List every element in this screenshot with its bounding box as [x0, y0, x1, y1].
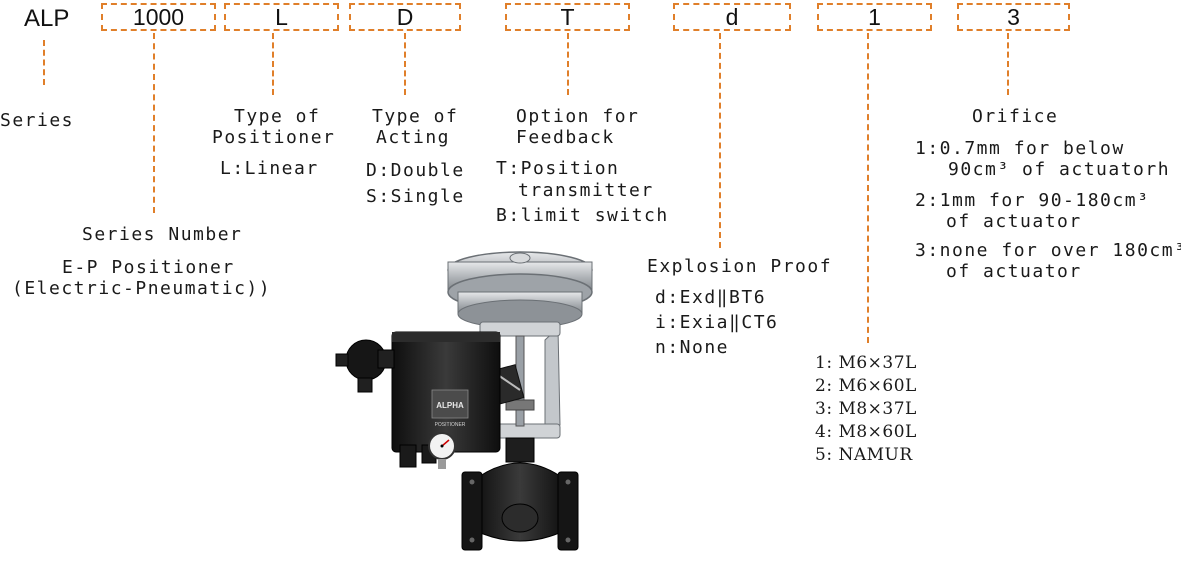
- series-number-line-2: (Electric-Pneumatic)): [12, 278, 272, 299]
- positioner-label: POSITIONER: [435, 422, 466, 428]
- feedback-option-2: transmitter: [518, 180, 654, 201]
- code-box-acting-type: D: [349, 3, 461, 31]
- mounting-option-4: 4: M8×60L: [815, 422, 917, 442]
- acting-type-heading-2: Acting: [376, 127, 451, 148]
- actuator-diaphragm: [447, 251, 593, 329]
- leader-line-mounting: [867, 33, 869, 343]
- leader-line-acting-type: [404, 33, 406, 95]
- orifice-option-1-line-2: 90cm³ of actuatorh: [948, 159, 1171, 180]
- code-box-positioner-type: L: [224, 3, 339, 31]
- positioner-type-heading-1: Type of: [234, 106, 321, 127]
- leader-line-explosion-proof: [719, 33, 721, 248]
- series-heading: Series: [0, 110, 75, 131]
- explosion-proof-heading: Explosion Proof: [647, 256, 833, 277]
- positioner-type-heading-2: Positioner: [212, 127, 336, 148]
- mounting-option-2: 2: M6×60L: [815, 376, 917, 396]
- explosion-proof-option-1: d:Exd‖BT6: [655, 287, 767, 308]
- explosion-proof-option-3: n:None: [655, 337, 730, 358]
- orifice-option-2-line-2: of actuator: [946, 211, 1082, 232]
- mounting-option-3: 3: M8×37L: [815, 399, 917, 419]
- orifice-option-3-line-2: of actuator: [946, 261, 1082, 282]
- pressure-gauge-icon: [428, 432, 456, 469]
- model-prefix: ALP: [24, 5, 70, 32]
- valve-body: [461, 437, 579, 551]
- explosion-proof-option-2: i:Exia‖CT6: [655, 312, 779, 333]
- junction-box: [335, 339, 395, 393]
- leader-line-feedback: [567, 33, 569, 95]
- code-box-orifice: 3: [957, 3, 1070, 31]
- acting-type-option-2: S:Single: [366, 186, 465, 207]
- code-box-explosion-proof: d: [673, 3, 791, 31]
- leader-line-series-number: [153, 33, 155, 213]
- leader-line-series: [43, 40, 45, 85]
- acting-type-heading-1: Type of: [372, 106, 459, 127]
- orifice-heading: Orifice: [972, 106, 1059, 127]
- code-box-mounting: 1: [817, 3, 932, 31]
- feedback-heading-1: Option for: [516, 106, 640, 127]
- series-number-line-1: E-P Positioner: [62, 257, 235, 278]
- series-number-heading: Series Number: [82, 224, 243, 245]
- valve-positioner-illustration: ALPHA POSITIONER: [335, 251, 593, 551]
- feedback-option-1: T:Position: [496, 158, 620, 179]
- mounting-option-1: 1: M6×37L: [815, 353, 917, 373]
- orifice-option-1-line-1: 1:0.7mm for below: [915, 138, 1125, 159]
- feedback-option-3: B:limit switch: [496, 205, 669, 226]
- orifice-option-3-line-1: 3:none for over 180cm³: [915, 240, 1181, 261]
- positioner-type-option-1: L:Linear: [220, 158, 319, 179]
- orifice-option-2-line-1: 2:1mm for 90-180cm³: [915, 190, 1150, 211]
- feedback-heading-2: Feedback: [516, 127, 615, 148]
- leader-line-orifice: [1007, 33, 1009, 95]
- acting-type-option-1: D:Double: [366, 160, 465, 181]
- mounting-option-5: 5: NAMUR: [815, 445, 913, 465]
- code-box-series-number: 1000: [101, 3, 216, 31]
- leader-line-positioner-type: [272, 33, 274, 95]
- positioner-brand: ALPHA: [436, 401, 464, 410]
- code-box-feedback: T: [505, 3, 630, 31]
